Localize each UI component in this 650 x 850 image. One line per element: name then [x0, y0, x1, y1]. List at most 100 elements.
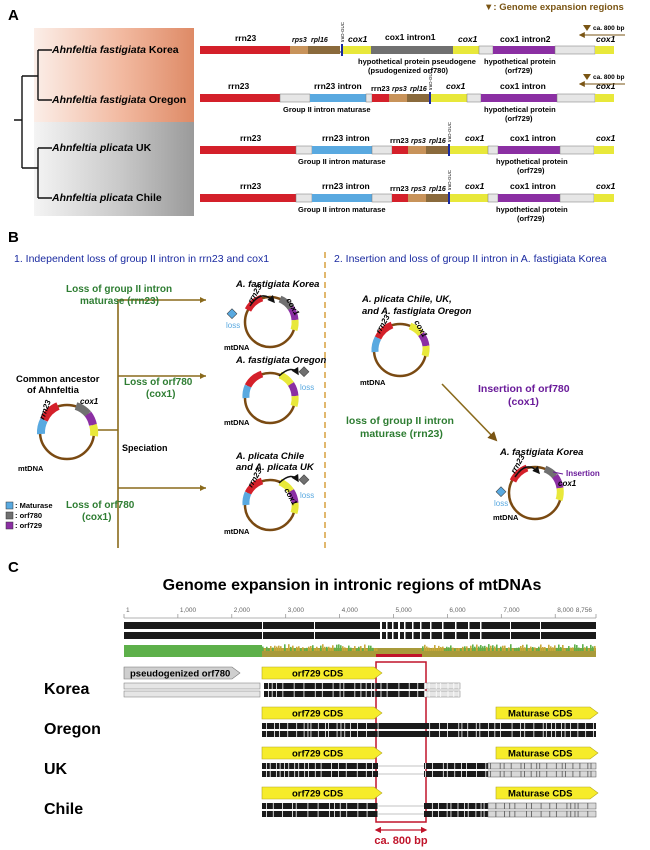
rps3-block — [408, 194, 426, 202]
mtdna-circle-ancestor: rrn23 cox1 mtDNA — [18, 397, 99, 473]
variation-mark — [314, 683, 316, 689]
identity-bar — [468, 648, 470, 651]
variation-mark — [555, 803, 557, 809]
variation-mark — [329, 811, 330, 817]
gene-label: cox1 — [465, 181, 485, 191]
variation-mark — [467, 803, 469, 809]
identity-bar — [376, 648, 378, 651]
variation-mark — [466, 763, 467, 769]
identity-bar — [316, 646, 318, 651]
ruler-tick-label: 5,000 — [396, 607, 413, 614]
variation-mark — [356, 771, 358, 777]
genome-map-chile: rrn23 rrn23 intron rrn23 rps3 rpl16 trnD… — [200, 169, 616, 223]
rrn23-block — [200, 146, 296, 154]
variation-mark — [520, 723, 521, 729]
variation-mark — [590, 763, 592, 769]
variation-mark — [531, 803, 532, 809]
identity-bar — [552, 647, 554, 651]
orf729-block — [498, 146, 560, 154]
identity-bar — [308, 646, 310, 651]
gene-label: cox1 intron2 — [500, 34, 551, 44]
variation-mark — [520, 731, 521, 737]
variation-mark — [432, 771, 433, 777]
variation-mark — [446, 771, 448, 777]
ruler-tick-label: 1,000 — [180, 607, 197, 614]
variation-mark — [269, 771, 271, 777]
variation-mark — [303, 691, 305, 697]
identity-bar — [436, 648, 438, 651]
variation-mark — [446, 803, 448, 809]
feature-label: orf729 CDS — [292, 669, 343, 680]
identity-track — [124, 645, 262, 657]
variation-mark — [354, 683, 356, 689]
gene-label: rrn23 — [371, 84, 390, 93]
variation-mark — [466, 771, 467, 777]
scale-label: ca. 800 bp — [593, 25, 624, 32]
variation-mark — [332, 683, 334, 689]
gene-label: cox1 — [458, 34, 478, 44]
gene-label: cox1 — [80, 397, 99, 406]
variation-mark — [288, 771, 290, 777]
variation-mark — [298, 771, 300, 777]
identity-bar — [458, 648, 460, 651]
annotation: hypothetical protein — [496, 157, 568, 166]
variation-mark — [585, 731, 587, 737]
cox1-block — [450, 194, 488, 202]
variation-mark — [303, 683, 305, 689]
result-label-korea-2: A. fastigiata Korea — [499, 447, 583, 458]
branch-label: (cox1) — [82, 512, 111, 523]
intron-block — [487, 145, 499, 155]
variation-mark — [293, 683, 295, 689]
variation-mark — [587, 811, 589, 817]
insertion-pointer — [552, 471, 564, 475]
variation-mark — [467, 731, 469, 737]
variation-mark — [530, 771, 532, 777]
trnd-label: trnD-GUC — [447, 121, 452, 142]
variation-mark — [282, 683, 284, 689]
annotation: hypothetical protein — [484, 105, 556, 114]
gene-label: rrn23 — [235, 33, 257, 43]
result-label-oregon: A. fastigiata Oregon — [235, 355, 326, 366]
identity-bar — [584, 647, 586, 651]
identity-bar — [300, 648, 302, 651]
variation-mark — [561, 731, 562, 737]
variation-mark — [357, 723, 358, 729]
annotation: hypothetical protein — [484, 57, 556, 66]
result-label-plicata: A. plicata Chile — [235, 451, 305, 462]
variation-mark — [366, 731, 367, 737]
identity-bar — [474, 646, 476, 651]
variation-mark — [334, 803, 335, 809]
variation-mark — [504, 811, 505, 817]
variation-mark — [467, 723, 469, 729]
identity-bar — [356, 648, 358, 651]
identity-bar — [470, 645, 472, 651]
ancestor-group-label: A. plicata Chile, UK, — [361, 294, 452, 305]
variation-mark — [509, 803, 511, 809]
variation-mark — [531, 811, 532, 817]
identity-bar — [374, 648, 376, 651]
variation-mark — [321, 683, 323, 689]
cox1-block — [595, 46, 614, 54]
identity-bar — [462, 646, 464, 651]
variation-mark — [346, 803, 348, 809]
variation-mark — [279, 771, 281, 777]
variation-mark — [458, 731, 460, 737]
identity-bar — [566, 648, 568, 651]
identity-bar — [500, 646, 502, 651]
identity-bar — [518, 647, 520, 651]
variation-mark — [524, 763, 525, 769]
intron-block — [279, 93, 311, 103]
loss-label: loss — [494, 499, 508, 508]
identity-bar — [312, 645, 314, 651]
identity-bar — [578, 647, 580, 651]
annotation: (psudogenized orf780) — [368, 66, 449, 75]
variation-mark — [476, 771, 477, 777]
identity-bar — [580, 648, 582, 651]
variation-mark — [555, 723, 557, 729]
variation-mark — [549, 803, 551, 809]
gene-label: cox1 — [596, 133, 616, 143]
orf729-arrow — [261, 786, 383, 800]
variation-mark — [275, 771, 277, 777]
mtdna-label: mtDNA — [360, 378, 386, 387]
